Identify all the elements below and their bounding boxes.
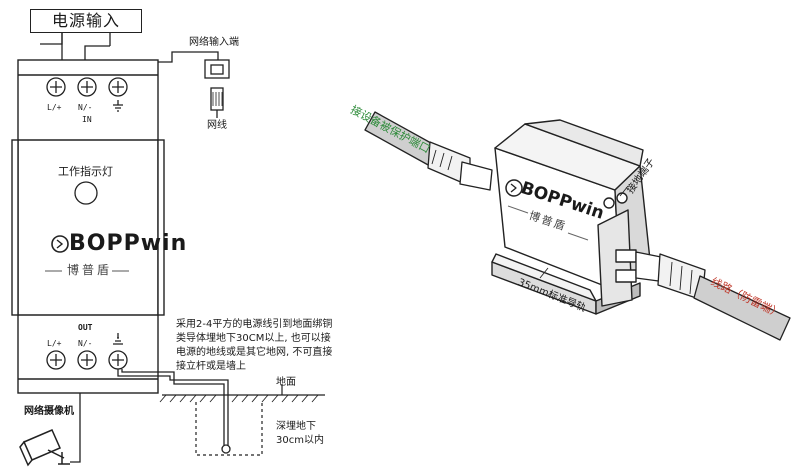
power-input-title: 电源输入 [30, 9, 142, 33]
power-input-wires [40, 33, 111, 60]
protected-port-cable [364, 111, 493, 191]
in-label: IN [82, 115, 92, 124]
indicator-lamp [74, 181, 98, 205]
network-input-port [158, 51, 230, 118]
network-input-label: 网络输入端 [189, 37, 239, 48]
out-label: OUT [78, 323, 93, 332]
din-surge-protector-front [11, 59, 165, 394]
brand-logo-left [45, 235, 129, 272]
ground-label: 地面 [276, 377, 296, 388]
brand-cn-left: 博普盾 [67, 263, 113, 277]
camera-icon [19, 429, 70, 467]
ground-wire [117, 369, 231, 454]
terminal-label-n: N/- [78, 103, 93, 112]
ground-surface [159, 384, 325, 456]
screw-terminals-top [46, 77, 128, 112]
screw-terminals-bottom [46, 333, 128, 370]
bury-label-1: 深埋地下 [276, 421, 316, 432]
bury-label-2: 30cm以内 [276, 435, 324, 446]
terminal-label-n-out: N/- [78, 339, 93, 348]
terminal-label-l: L/+ [47, 103, 62, 112]
line-side-cable [635, 251, 791, 341]
camera-label: 网络摄像机 [24, 406, 74, 417]
terminal-label-l-out: L/+ [47, 339, 62, 348]
brand-name-left: BOPPwin [69, 231, 188, 256]
indicator-label: 工作指示灯 [58, 165, 113, 178]
camera-wire [70, 393, 81, 463]
leader-lines [539, 185, 629, 279]
din-surge-protector-3d [491, 119, 651, 315]
network-cable-label: 网线 [207, 120, 227, 131]
ground-note: 采用2-4平方的电源线引到地面绑铜类导体埋地下30CM以上, 也可以接电源的地线… [176, 319, 333, 372]
